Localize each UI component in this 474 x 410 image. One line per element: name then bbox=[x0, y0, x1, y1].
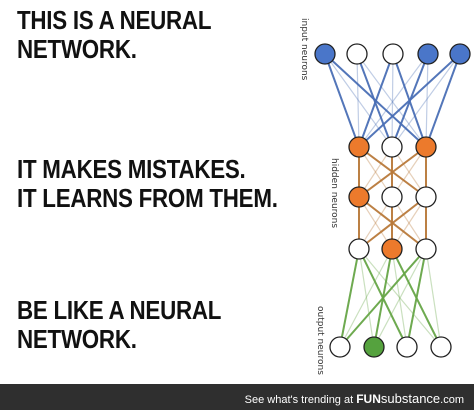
network-edge bbox=[391, 53, 394, 148]
network-edge bbox=[356, 53, 427, 148]
network-edge bbox=[358, 53, 461, 148]
network-edge bbox=[358, 53, 429, 148]
neuron-node bbox=[348, 186, 370, 208]
network-edge bbox=[358, 196, 427, 250]
label-input-neurons: input neurons bbox=[299, 18, 309, 81]
network-edge bbox=[339, 248, 427, 348]
neuron-node bbox=[381, 238, 403, 260]
neuron-node bbox=[417, 43, 439, 65]
meme-line: IT MAKES MISTAKES. bbox=[17, 154, 246, 184]
neuron-node bbox=[430, 336, 452, 358]
meme-text-block-1: THIS IS A NEURAL NETWORK. bbox=[17, 5, 212, 65]
network-edge bbox=[391, 53, 461, 148]
neuron-node bbox=[381, 136, 403, 158]
footer-text[interactable]: See what's trending at FUNsubstance.com bbox=[245, 391, 464, 406]
neuron-node bbox=[314, 43, 336, 65]
network-edge bbox=[358, 248, 375, 348]
network-edge bbox=[356, 53, 393, 148]
network-edge bbox=[339, 248, 360, 348]
brand-fun: FUN bbox=[356, 392, 381, 406]
neuron-node bbox=[329, 336, 351, 358]
network-edge bbox=[373, 248, 427, 348]
neuron-node bbox=[382, 43, 404, 65]
label-hidden-neurons: hidden neurons bbox=[329, 158, 339, 228]
neuron-node bbox=[415, 186, 437, 208]
neuron-node bbox=[348, 136, 370, 158]
network-nodes bbox=[314, 43, 471, 358]
neuron-node bbox=[415, 136, 437, 158]
brand-suffix: .com bbox=[440, 394, 464, 406]
network-edge bbox=[356, 53, 360, 148]
meme-line: IT LEARNS FROM THEM. bbox=[17, 183, 278, 214]
network-edge bbox=[425, 248, 442, 348]
neural-network-diagram: input neurons hidden neurons output neur… bbox=[299, 18, 471, 375]
neuron-node bbox=[449, 43, 471, 65]
footer-bar: See what's trending at FUNsubstance.com bbox=[0, 384, 474, 410]
network-edge bbox=[425, 53, 429, 148]
meme-line: BE LIKE A NEURAL bbox=[17, 295, 222, 325]
neuron-node bbox=[396, 336, 418, 358]
meme-line: THIS IS A NEURAL bbox=[17, 5, 212, 35]
network-edge bbox=[406, 248, 427, 348]
network-edge bbox=[391, 248, 408, 348]
network-edge bbox=[358, 146, 427, 198]
meme-line: NETWORK. bbox=[17, 324, 137, 355]
network-edge bbox=[425, 53, 461, 148]
footer-prefix: See what's trending at bbox=[244, 394, 357, 406]
network-edge bbox=[324, 53, 393, 148]
brand-sub: substance bbox=[380, 391, 441, 406]
network-edge bbox=[324, 53, 360, 148]
neuron-node bbox=[346, 43, 368, 65]
network-edge bbox=[358, 248, 442, 348]
label-output-neurons: output neurons bbox=[315, 306, 325, 375]
meme-text-block-2: IT MAKES MISTAKES. IT LEARNS FROM THEM. bbox=[17, 154, 278, 214]
neuron-node bbox=[381, 186, 403, 208]
neuron-node bbox=[415, 238, 437, 260]
meme-text-block-3: BE LIKE A NEURAL NETWORK. bbox=[17, 295, 222, 355]
neuron-node bbox=[348, 238, 370, 260]
network-edge bbox=[358, 53, 394, 148]
neuron-node bbox=[363, 336, 385, 358]
meme-line: NETWORK. bbox=[17, 34, 137, 65]
network-edge bbox=[339, 248, 393, 348]
